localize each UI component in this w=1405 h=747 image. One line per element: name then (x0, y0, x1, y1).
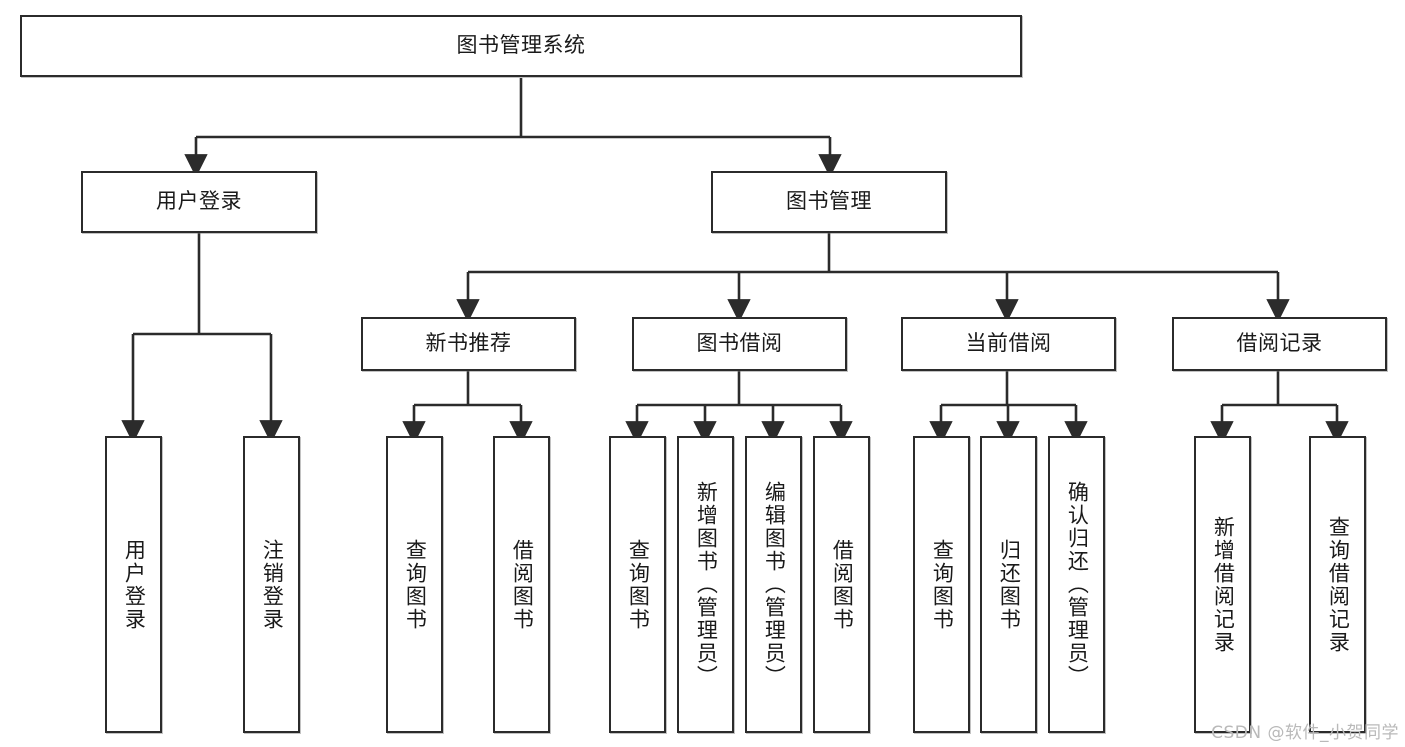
node-leaf-edit-book-admin-label: 编辑图书（管理员） (762, 481, 787, 688)
node-user-login[interactable]: 用户登录 (81, 171, 317, 233)
node-leaf-user-login[interactable]: 用户登录 (105, 436, 162, 733)
connector-lines (121, 78, 1349, 445)
node-leaf-query-borrow-record-label: 查询借阅记录 (1326, 515, 1351, 654)
node-leaf-borrow-book-new-label: 借阅图书 (510, 538, 535, 631)
node-leaf-add-book-admin[interactable]: 新增图书（管理员） (677, 436, 734, 733)
node-leaf-query-book-borrow-label: 查询图书 (626, 538, 651, 631)
node-current-borrow[interactable]: 当前借阅 (901, 317, 1116, 371)
node-current-borrow-label: 当前借阅 (965, 331, 1052, 356)
node-new-book-recommend[interactable]: 新书推荐 (361, 317, 576, 371)
node-leaf-borrow-book-label: 借阅图书 (830, 538, 855, 631)
node-book-manage[interactable]: 图书管理 (711, 171, 947, 233)
node-book-borrow[interactable]: 图书借阅 (632, 317, 847, 371)
node-root-label: 图书管理系统 (456, 33, 586, 58)
node-leaf-logout[interactable]: 注销登录 (243, 436, 300, 733)
node-leaf-add-borrow-record[interactable]: 新增借阅记录 (1194, 436, 1251, 733)
node-root[interactable]: 图书管理系统 (20, 15, 1022, 77)
node-leaf-query-book-borrow[interactable]: 查询图书 (609, 436, 666, 733)
node-new-book-recommend-label: 新书推荐 (425, 331, 512, 356)
node-leaf-return-book[interactable]: 归还图书 (980, 436, 1037, 733)
node-leaf-borrow-book[interactable]: 借阅图书 (813, 436, 870, 733)
node-leaf-edit-book-admin[interactable]: 编辑图书（管理员） (745, 436, 802, 733)
node-leaf-logout-label: 注销登录 (260, 538, 285, 631)
node-leaf-query-book-new[interactable]: 查询图书 (386, 436, 443, 733)
node-leaf-confirm-return-admin-label: 确认归还（管理员） (1065, 481, 1090, 688)
node-book-manage-label: 图书管理 (786, 189, 872, 214)
node-borrow-record-label: 借阅记录 (1236, 331, 1323, 356)
node-leaf-user-login-label: 用户登录 (122, 538, 147, 631)
node-user-login-label: 用户登录 (156, 189, 242, 214)
node-leaf-return-book-label: 归还图书 (997, 538, 1022, 631)
node-leaf-query-book-current-label: 查询图书 (930, 538, 955, 631)
node-leaf-add-book-admin-label: 新增图书（管理员） (694, 481, 719, 688)
watermark-text: CSDN @软件_小贺同学 (1211, 723, 1399, 743)
node-leaf-query-book-new-label: 查询图书 (403, 538, 428, 631)
node-borrow-record[interactable]: 借阅记录 (1172, 317, 1387, 371)
node-leaf-confirm-return-admin[interactable]: 确认归还（管理员） (1048, 436, 1105, 733)
node-book-borrow-label: 图书借阅 (696, 331, 783, 356)
node-leaf-query-borrow-record[interactable]: 查询借阅记录 (1309, 436, 1366, 733)
node-leaf-query-book-current[interactable]: 查询图书 (913, 436, 970, 733)
node-leaf-borrow-book-new[interactable]: 借阅图书 (493, 436, 550, 733)
node-leaf-add-borrow-record-label: 新增借阅记录 (1211, 515, 1236, 654)
